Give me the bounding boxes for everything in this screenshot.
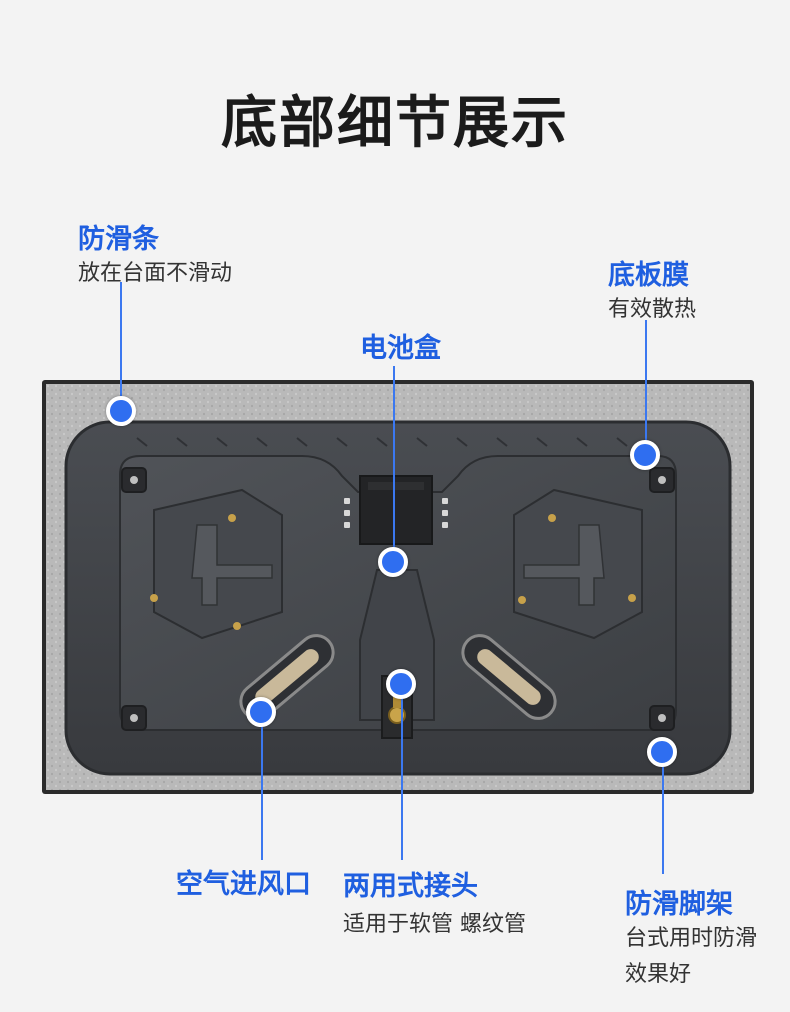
callout-dual-connector: 两用式接头 适用于软管 螺纹管 — [343, 864, 526, 943]
battery-rivets — [344, 498, 448, 528]
callout-title: 底板膜 — [608, 260, 689, 291]
callout-battery-box: 电池盒 — [360, 326, 441, 365]
callout-title: 电池盒 — [360, 333, 441, 364]
left-bracket — [153, 488, 283, 640]
leader-line-bottom-film — [645, 320, 647, 455]
callout-title: 防滑条 — [78, 224, 159, 255]
callout-title: 两用式接头 — [343, 871, 478, 902]
right-bracket — [513, 488, 643, 640]
page-title: 底部细节展示 — [221, 91, 569, 156]
marker-battery-box — [378, 547, 408, 577]
right-air-inlet — [461, 634, 557, 720]
callout-air-inlet: 空气进风口 — [176, 862, 311, 901]
marker-anti-slip-feet — [647, 737, 677, 767]
rim-notches — [136, 437, 628, 447]
callout-desc: 适用于软管 螺纹管 — [343, 912, 526, 937]
marker-bottom-film — [630, 440, 660, 470]
marker-anti-slip-strip — [106, 396, 136, 426]
marker-air-inlet — [246, 697, 276, 727]
callout-desc-line2: 效果好 — [625, 962, 692, 987]
callout-anti-slip-strip: 防滑条 放在台面不滑动 — [78, 217, 232, 292]
leader-line-air-inlet — [261, 712, 263, 860]
callout-anti-slip-feet: 防滑脚架 台式用时防滑 效果好 — [625, 882, 757, 993]
callout-title: 空气进风口 — [176, 869, 311, 900]
leader-line-dual-connector — [401, 684, 403, 860]
callout-desc-line1: 台式用时防滑 — [625, 926, 758, 951]
callout-desc: 放在台面不滑动 — [78, 261, 233, 286]
callout-bottom-film: 底板膜 有效散热 — [608, 253, 696, 328]
leader-line-anti-slip-feet — [662, 752, 664, 874]
callout-desc: 有效散热 — [608, 297, 697, 322]
leader-line-anti-slip-strip — [120, 282, 122, 412]
leader-line-battery-box — [393, 366, 395, 562]
callout-title: 防滑脚架 — [625, 889, 733, 920]
marker-dual-connector — [386, 669, 416, 699]
